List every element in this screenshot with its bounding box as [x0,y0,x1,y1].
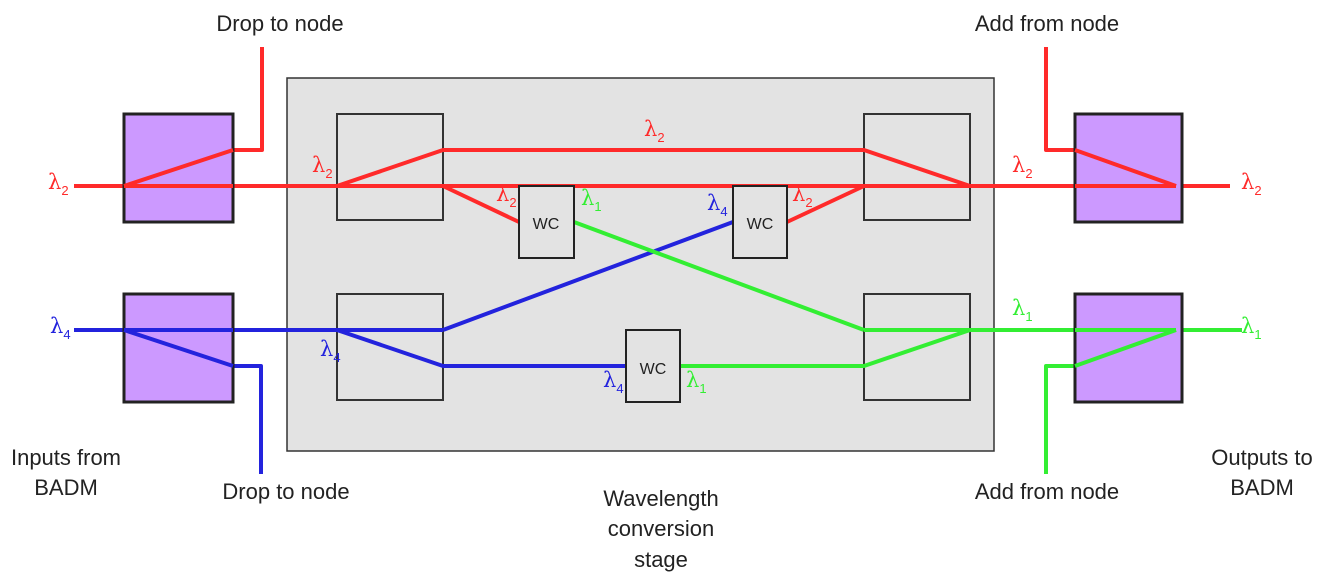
switch-top-left [336,113,444,221]
lambda2-switch-in: λ2 [312,153,333,181]
lambda2-upper: λ2 [644,117,665,145]
lambda2-wc1-in: λ2 [496,182,517,210]
lambda4-wc2-in: λ4 [707,191,728,219]
wc-2-label: WC [747,216,774,233]
lambda4-wc3-in: λ4 [603,368,624,396]
drop-to-node-top: Drop to node [216,11,343,36]
stage-label-line2: conversion [608,516,714,541]
red-from-wc2 [786,184,865,224]
lambda4-input: λ4 [50,314,71,342]
drop-to-node-bottom: Drop to node [222,479,349,504]
lambda4-switch-in: λ4 [320,337,341,365]
blue-lower-path [336,328,626,368]
add-from-node-top: Add from node [975,11,1119,36]
wc-1: WC [518,185,575,259]
badm-internal-lines [123,148,1177,368]
lambda-labels: λ2 λ2 λ2 λ2 λ2 λ2 λ2 λ4 λ4 λ4 λ4 λ1 λ1 λ… [48,117,1262,396]
red-to-wc1 [442,184,520,224]
lambda1-wc1-out: λ1 [581,186,602,214]
green-from-wc3 [680,328,971,368]
green-from-wc1 [573,220,865,332]
lambda2-switch-out: λ2 [1012,153,1033,181]
lambda2-input: λ2 [48,170,69,198]
lambda1-wc3-out: λ1 [686,368,707,396]
outputs-to-badm-line1: Outputs to [1211,445,1313,470]
switch-bottom-right [863,293,971,401]
lambda1-switch-out: λ1 [1012,296,1033,324]
switch-bottom-left [336,293,444,401]
red-upper-path [336,148,971,188]
inputs-from-badm-line1: Inputs from [11,445,121,470]
inputs-from-badm-line2: BADM [34,475,98,500]
outputs-to-badm-line2: BADM [1230,475,1294,500]
wc-3-label: WC [640,361,667,378]
add-from-node-bottom: Add from node [975,479,1119,504]
lambda1-output: λ1 [1241,314,1262,342]
stage-label-line1: Wavelength [603,486,718,511]
blue-to-wc2 [442,220,734,332]
wc-3: WC [625,329,681,403]
lambda2-output: λ2 [1241,170,1262,198]
stage-label-line3: stage [634,547,688,572]
switch-top-right [863,113,971,221]
lambda2-wc2-out: λ2 [792,182,813,210]
wc-2: WC [732,185,788,259]
wc-1-label: WC [533,216,560,233]
